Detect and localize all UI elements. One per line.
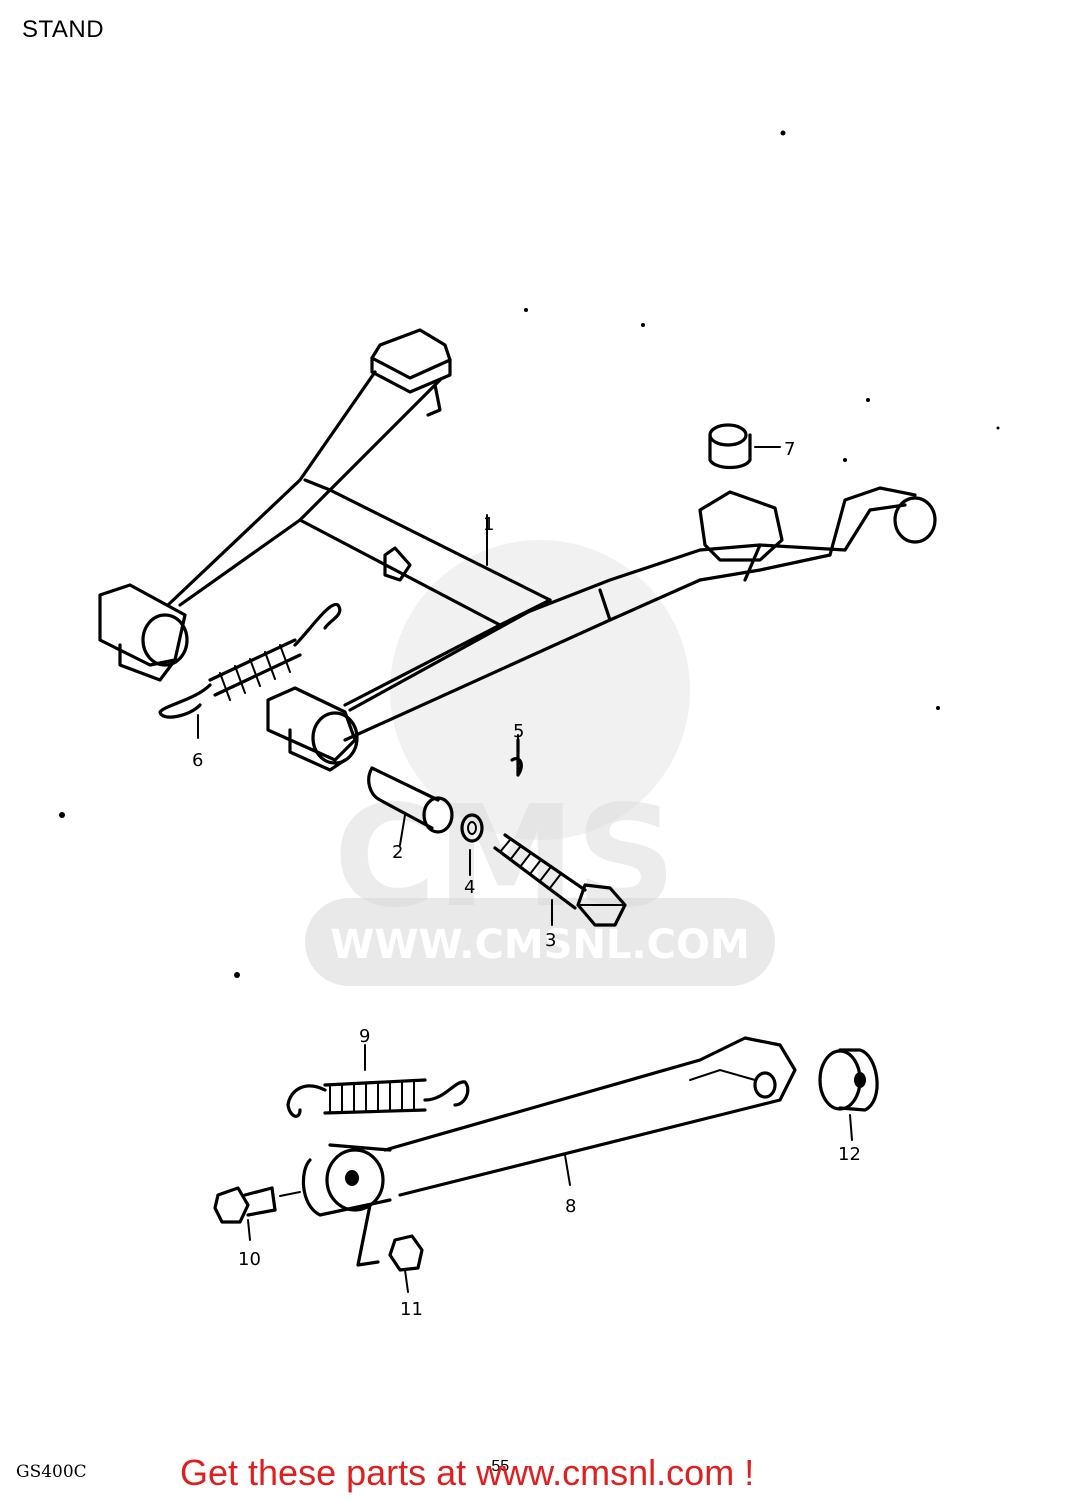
page-title: STAND [22,16,105,43]
ref-label-5: 5 [513,721,524,742]
model-code: GS400C [16,1462,87,1482]
footer-link-text[interactable]: Get these parts at www.cmsnl.com ! [180,1452,755,1493]
spring-6 [158,602,342,719]
watermark-url-text: WWW.CMSNL.COM [330,922,750,968]
bush-2 [367,766,454,846]
bolt-3 [493,833,627,927]
ref-label-4: 4 [464,877,475,898]
ref-label-3: 3 [545,930,556,951]
ref-label-7: 7 [784,439,795,460]
stopper-rubber-7 [708,423,781,470]
ref-label-12: 12 [838,1144,861,1165]
page-number: -55 [486,1458,510,1475]
ref-label-10: 10 [238,1249,261,1270]
nut-11 [388,1234,424,1293]
scan-specks [59,130,1000,978]
ref-label-1: 1 [483,514,494,535]
ref-label-6: 6 [192,750,203,771]
spring-9 [286,1078,470,1118]
center-stand [98,328,937,772]
cotter-pin-5 [510,738,523,777]
watermark-logo-icon [390,540,690,840]
bolt-10 [213,1186,301,1241]
ref-label-8: 8 [565,1196,576,1217]
washer-4 [460,813,484,843]
ref-label-9: 9 [359,1026,370,1047]
ref-label-11: 11 [400,1299,423,1320]
watermark-url-pill [305,898,775,986]
watermark: CMS WWW.CMSNL.COM [305,540,775,986]
ref-label-2: 2 [392,842,403,863]
side-stand-8 [301,1036,797,1267]
stopper-rubber-12 [818,1048,879,1141]
